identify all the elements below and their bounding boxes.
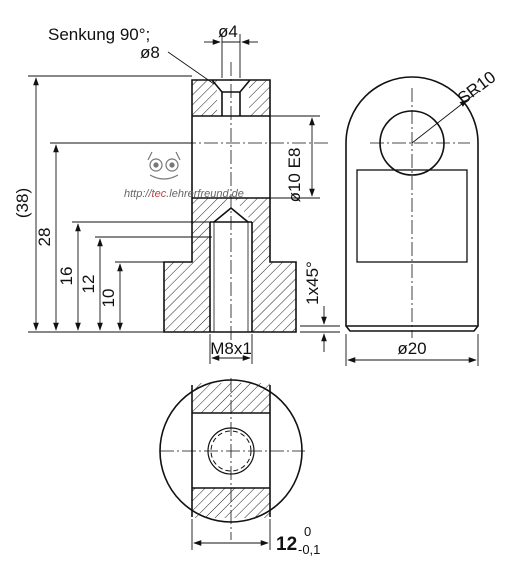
side-bore — [379, 110, 445, 176]
dim-12-label: 12 — [79, 275, 98, 294]
side-outline — [345, 76, 479, 332]
dia10e8-label: ø10 E8 — [285, 148, 304, 203]
senkung-dia-label: ø8 — [140, 43, 160, 62]
top-outline-circle — [159, 379, 303, 523]
front-outline — [163, 79, 297, 333]
width-label: 12 — [276, 534, 297, 555]
hatch-top-band — [192, 383, 270, 413]
side-view — [345, 76, 479, 332]
hatch-lower-body-right — [234, 198, 296, 332]
hatch-top-right — [249, 80, 270, 116]
sr10-leader — [411, 99, 468, 144]
dia20-label: ø20 — [397, 339, 426, 358]
dim-16-label: 16 — [57, 267, 76, 286]
front-section-view — [163, 79, 297, 333]
tol-lower-label: -0,1 — [298, 542, 320, 557]
chamfer-label: 1x45° — [303, 261, 322, 305]
watermark-text: http://tec.lehrerfreund.de — [124, 188, 244, 200]
side-flat — [356, 169, 468, 263]
dim-10-label: 10 — [99, 289, 118, 308]
senkung-label: Senkung 90°; — [48, 25, 150, 44]
dim-28-label: 28 — [35, 228, 54, 247]
watermark: http://tec.lehrerfreund.de — [124, 151, 244, 200]
dimension-labels: Senkung 90°; ø8 ø4 SR10 ø10 E8 (38) 28 1… — [13, 22, 499, 557]
sr10-label: SR10 — [454, 67, 499, 108]
dim-38-label: (38) — [13, 188, 32, 218]
tol-upper-label: 0 — [304, 524, 311, 539]
dia4-label: ø4 — [218, 22, 238, 41]
senkung-leader — [167, 51, 215, 85]
top-view — [159, 379, 303, 523]
owl-logo-icon — [147, 151, 181, 180]
dimension-lines — [28, 34, 479, 550]
hatch-bottom-band — [192, 488, 270, 518]
hatch-top-left — [192, 80, 217, 116]
hatch-lower-body — [164, 198, 228, 332]
thread-label: M8x1 — [210, 339, 252, 358]
